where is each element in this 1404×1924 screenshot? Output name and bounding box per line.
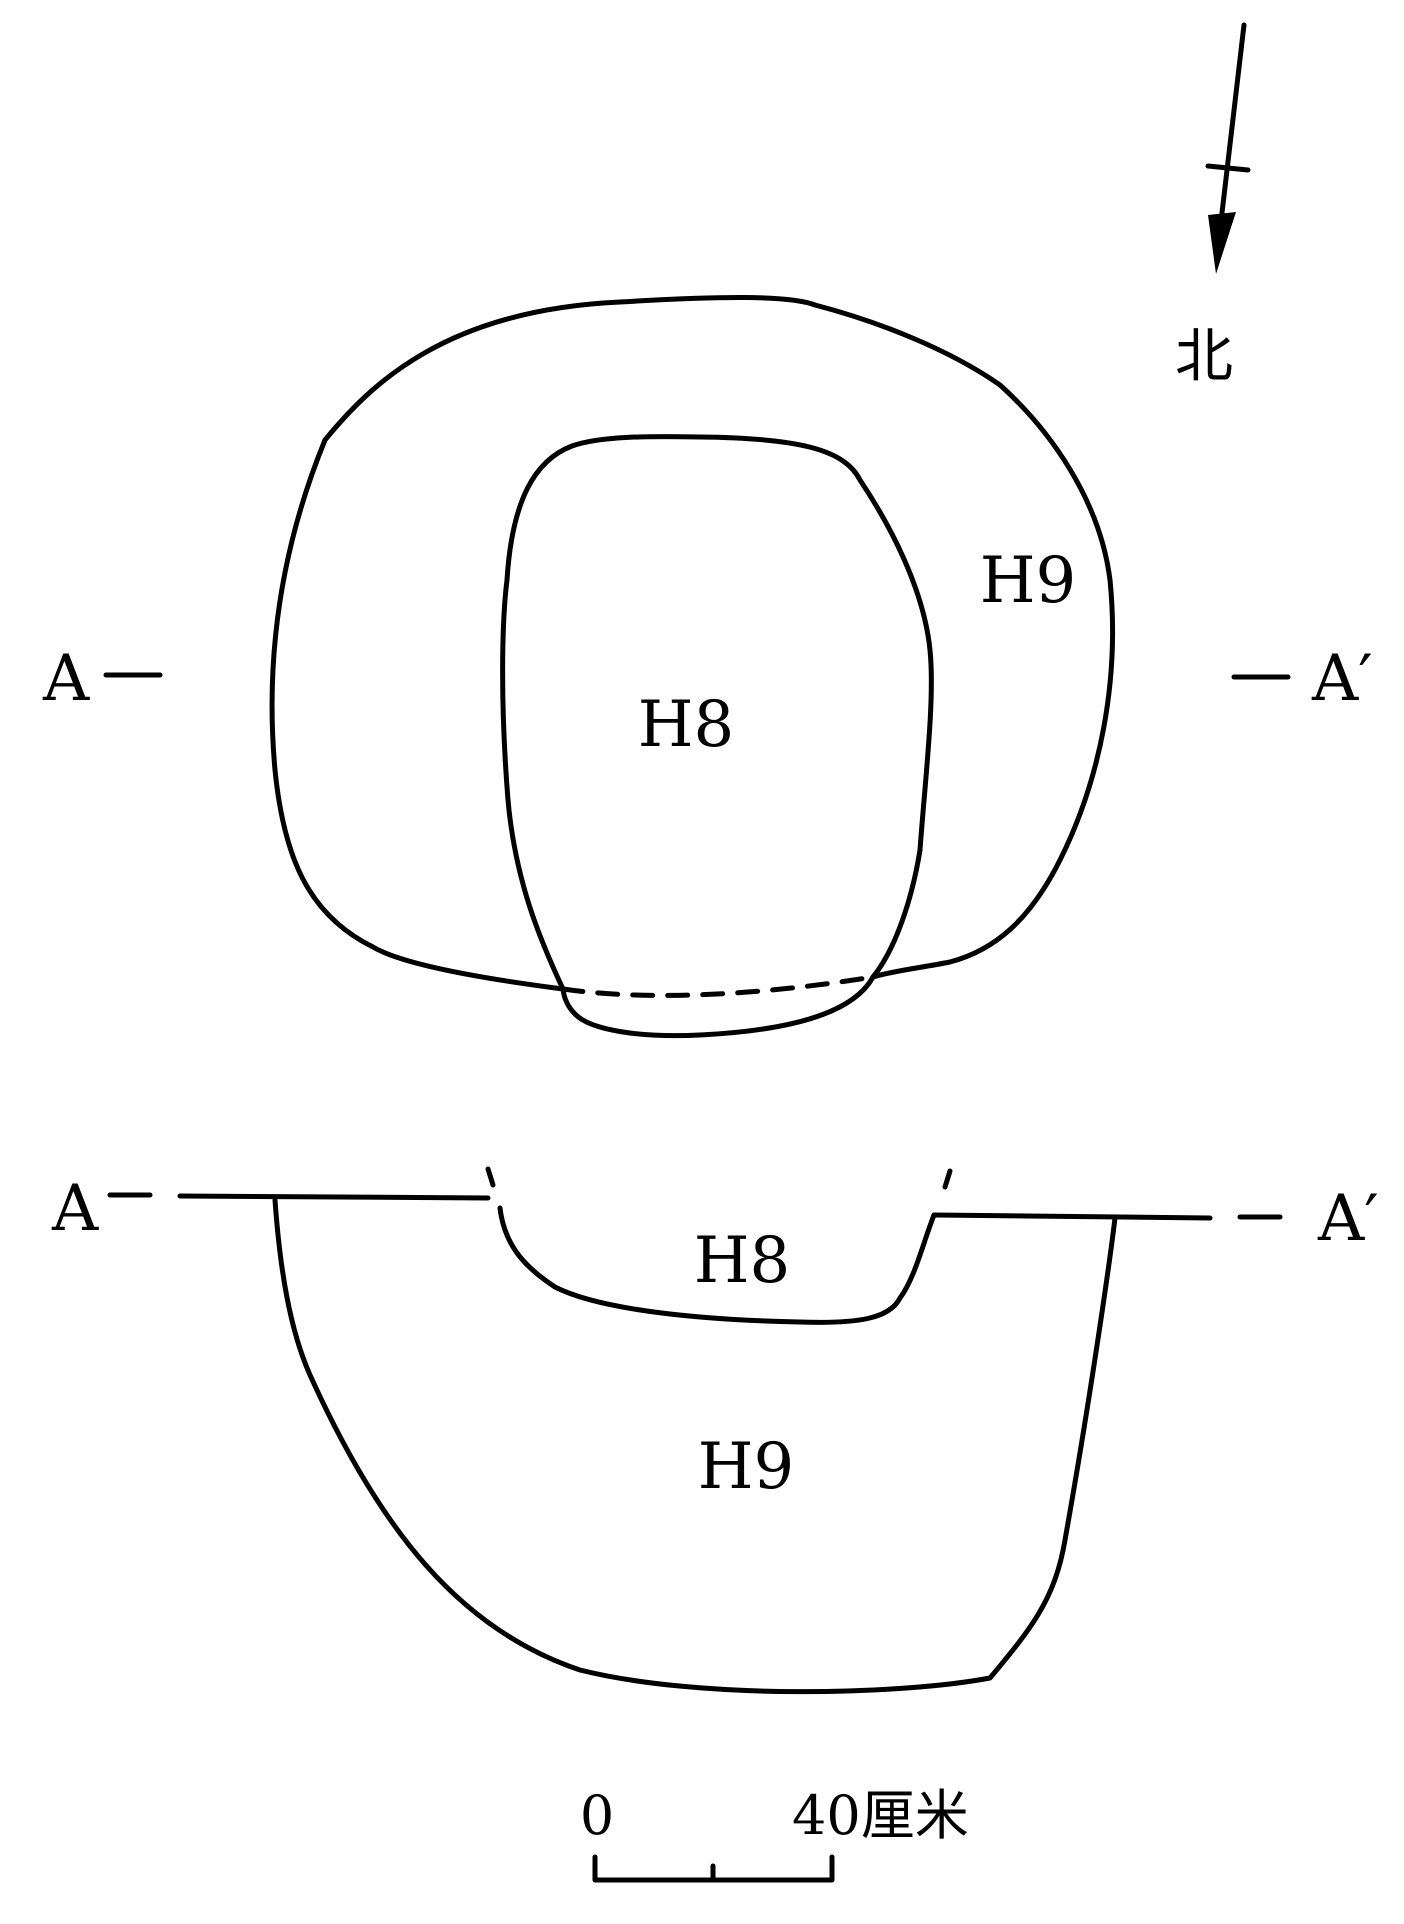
pit-h8-section-break-left bbox=[485, 1166, 496, 1188]
pit-h8-hidden-edge bbox=[560, 974, 876, 998]
pit-h9-plan-outline bbox=[269, 294, 1116, 992]
plan-section-label-end: A′ bbox=[1311, 642, 1373, 716]
section-label-end: A′ bbox=[1317, 1182, 1379, 1256]
section-ground-line-right bbox=[931, 1212, 1213, 1221]
north-arrow-head bbox=[1208, 212, 1236, 274]
plan-section-label-start: A bbox=[42, 642, 90, 716]
north-arrow-shaft bbox=[1217, 22, 1247, 233]
section-ground-line-left bbox=[177, 1193, 491, 1201]
pit-h8-section-label: H8 bbox=[694, 1224, 791, 1298]
north-label: 北 bbox=[1175, 322, 1233, 390]
section-view: A A′ H8 H9 bbox=[51, 1166, 1379, 1695]
pit-h9-section-label: H9 bbox=[698, 1430, 795, 1504]
pit-h8-plan-label: H8 bbox=[638, 688, 735, 762]
pit-h8-plan-outline bbox=[500, 434, 934, 1039]
pit-h9-plan-label: H9 bbox=[980, 544, 1077, 618]
scale-bar-end-label: 40厘米 bbox=[792, 1784, 969, 1847]
north-arrow-crossbar bbox=[1205, 163, 1251, 173]
scale-bar: 0 40厘米 bbox=[580, 1784, 969, 1883]
pit-h8-section-break-right bbox=[942, 1168, 953, 1190]
north-arrow: 北 bbox=[1175, 22, 1251, 390]
pit-h9-section-outline bbox=[272, 1197, 1118, 1695]
pit-h8-section-outline bbox=[497, 1205, 937, 1325]
plan-view: A A′ H9 H8 bbox=[42, 294, 1373, 1039]
section-label-start: A bbox=[51, 1172, 99, 1246]
scale-bar-start-label: 0 bbox=[580, 1784, 614, 1847]
